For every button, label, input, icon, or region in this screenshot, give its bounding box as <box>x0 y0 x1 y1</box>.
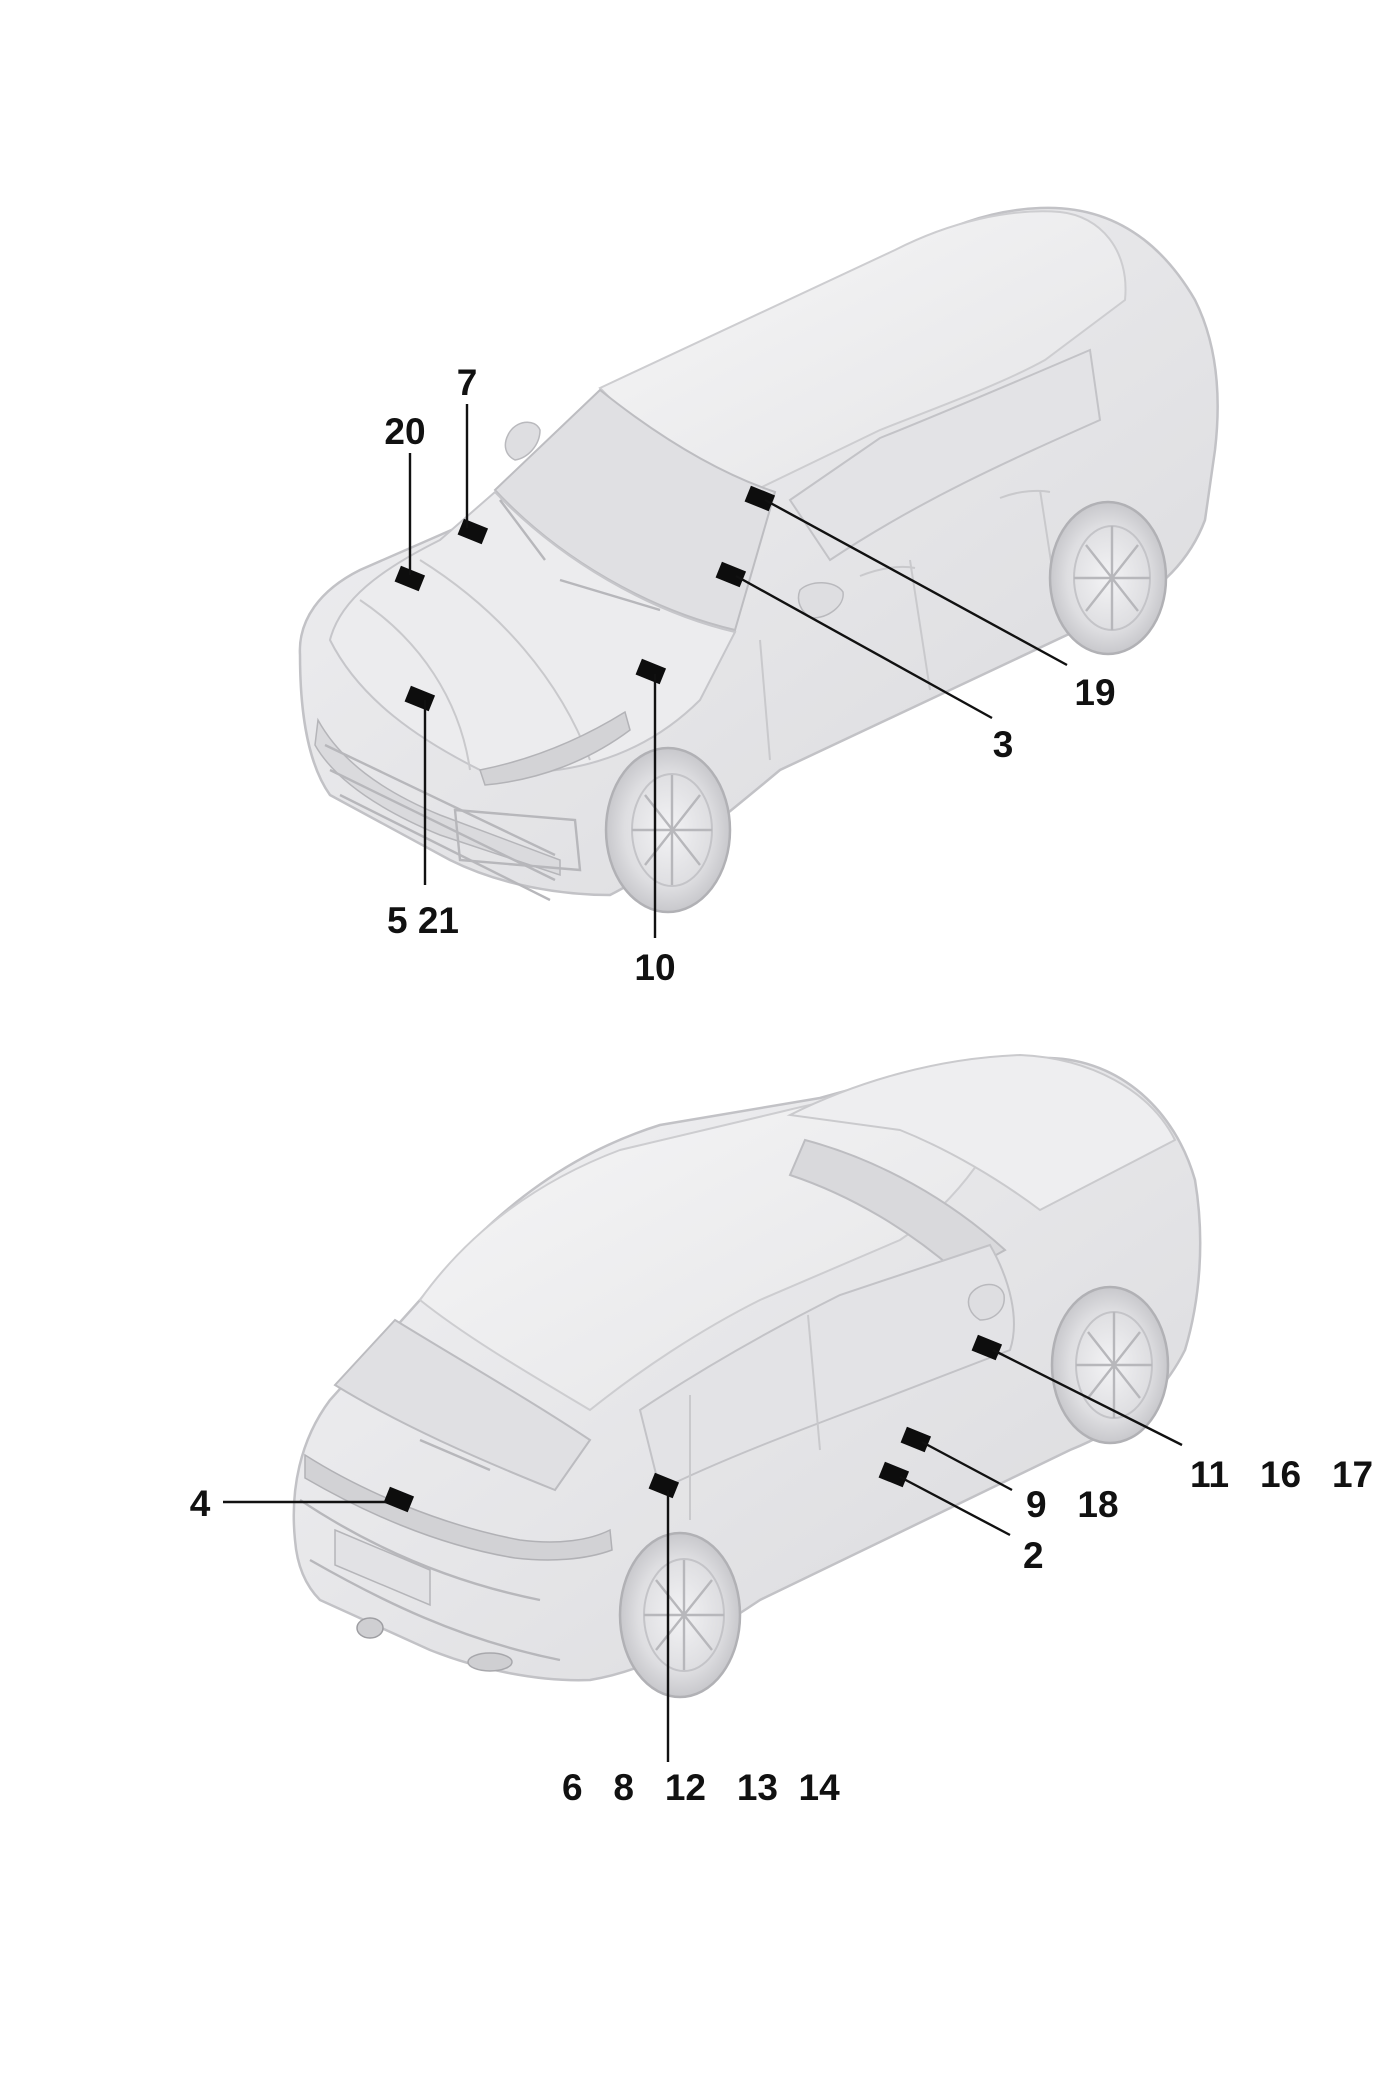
callout-5-21: 5 21 <box>387 900 459 941</box>
front-view-leaders <box>408 404 1068 938</box>
front-car-right-mirror <box>797 582 844 619</box>
marker-4 <box>383 1486 415 1513</box>
callout-2: 2 <box>1023 1535 1044 1576</box>
marker-19 <box>744 485 776 512</box>
rear-car-hood <box>786 1053 1177 1212</box>
rear-car-tail-light <box>304 1453 613 1561</box>
rear-car-mirror <box>967 1283 1005 1321</box>
front-view-vehicle <box>298 206 1219 914</box>
callout-9-18: 9 18 <box>1026 1484 1119 1525</box>
callout-3: 3 <box>993 724 1014 765</box>
callout-6-14: 6 8 12 13 14 <box>562 1767 840 1808</box>
marker-11-16-17 <box>971 1334 1003 1361</box>
marker-9-18 <box>900 1426 932 1453</box>
rear-car-license-plate <box>334 1528 431 1607</box>
marker-7 <box>457 518 489 545</box>
front-car-headlight <box>479 710 631 786</box>
marker-20 <box>394 565 426 592</box>
rear-car-side-windows <box>638 1243 1015 1492</box>
callout-4: 4 <box>190 1483 211 1524</box>
marker-10 <box>635 658 667 685</box>
callout-10: 10 <box>634 947 675 988</box>
marker-3 <box>715 561 747 588</box>
rear-view-labels: 4 11 16 17 9 18 2 6 8 12 13 14 <box>190 1454 1373 1808</box>
callout-20: 20 <box>384 411 425 452</box>
rear-view-markers <box>383 1334 1003 1513</box>
rear-view-vehicle <box>292 1053 1202 1699</box>
callout-19: 19 <box>1074 672 1115 713</box>
rear-car-rear-window <box>333 1318 592 1492</box>
front-car-windshield <box>493 388 777 632</box>
marker-2 <box>878 1461 910 1488</box>
rear-view-leaders <box>223 1348 1183 1762</box>
marker-5-21 <box>404 685 436 712</box>
front-view-labels: 20 7 19 3 5 21 10 <box>384 362 1115 988</box>
rear-car-tow-hitch <box>356 1617 384 1639</box>
callout-11-16-17: 11 16 17 <box>1190 1454 1373 1495</box>
marker-6-14 <box>648 1472 680 1499</box>
front-view-markers <box>394 485 776 712</box>
front-car-left-mirror <box>504 421 541 461</box>
callout-7: 7 <box>457 362 478 403</box>
front-car-side-windows <box>788 348 1102 562</box>
